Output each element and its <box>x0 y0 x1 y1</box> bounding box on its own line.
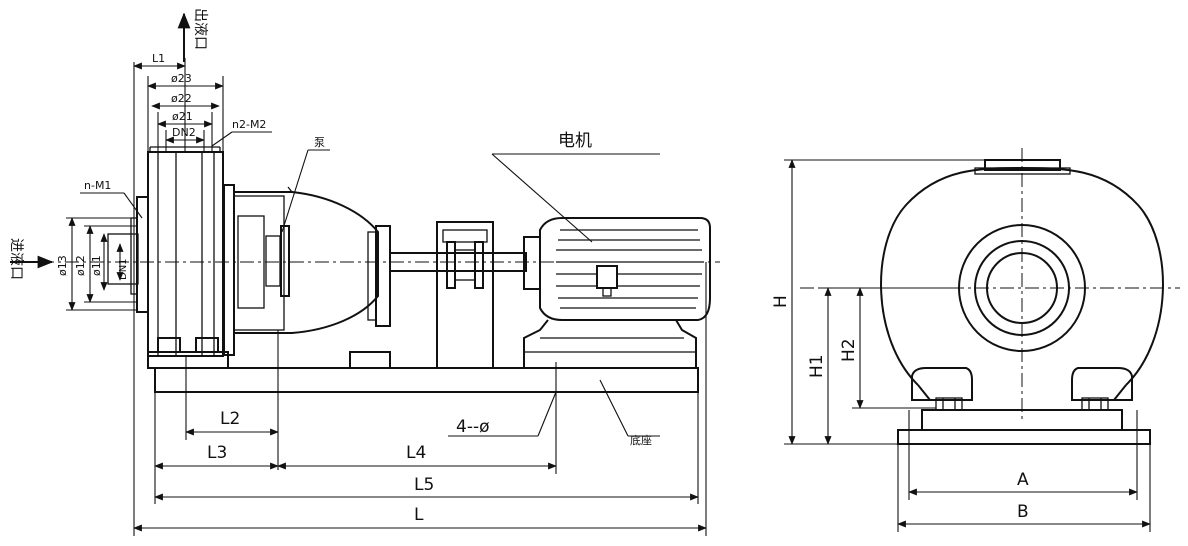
dim-l: L <box>133 505 707 532</box>
coupling-guard <box>436 221 494 369</box>
holes-label: 4--ø <box>456 417 490 437</box>
dn2-label: DN2 <box>172 126 196 139</box>
base-leader <box>599 379 629 437</box>
holes-leader <box>537 391 557 437</box>
dim-l5: L5 <box>154 475 699 501</box>
end-view: H H1 H2 A B <box>771 148 1180 532</box>
dim-h2: H2 <box>839 287 864 409</box>
suction-flange <box>107 196 149 313</box>
l1-label: L1 <box>152 52 165 65</box>
h2-label: H2 <box>839 338 859 362</box>
pump-leader <box>281 149 309 233</box>
dim-l4: L4 <box>277 443 557 470</box>
base-plate <box>154 367 699 393</box>
d13-label: ø13 <box>56 255 69 276</box>
motor-leader <box>491 153 593 243</box>
n2m2-label: n2-M2 <box>232 118 266 131</box>
d12-label: ø12 <box>74 255 87 276</box>
side-view: 出液口 进液口 L1 ø23 ø22 ø21 DN2 <box>8 8 720 536</box>
a-label: A <box>1017 470 1029 490</box>
d21-label: ø21 <box>172 110 193 123</box>
l-label: L <box>414 505 424 525</box>
l3-label: L3 <box>207 443 227 463</box>
shaft <box>389 252 527 272</box>
base-label: 底座 <box>630 433 652 447</box>
dim-h: H <box>771 159 796 445</box>
nm1-label: n-M1 <box>84 179 111 192</box>
dim-b: B <box>897 502 1151 528</box>
motor-cooling-fins <box>556 229 704 309</box>
h-label: H <box>771 295 791 308</box>
l5-label: L5 <box>414 475 434 495</box>
d23-label: ø23 <box>171 72 192 85</box>
inlet-label: 进液口 <box>8 238 24 280</box>
d11-label: ø11 <box>90 255 103 276</box>
end-base <box>897 409 1151 445</box>
dim-h1: H1 <box>807 287 832 445</box>
dn1-label: DN1 <box>118 258 129 280</box>
pump-casing <box>147 151 235 369</box>
dim-suction-diameters: n-M1 ø13 ø12 ø11 DN1 <box>56 179 143 311</box>
dim-l3: L3 <box>154 443 279 470</box>
dim-l1: L1 <box>133 52 186 536</box>
b-label: B <box>1017 502 1029 522</box>
dim-l2: L2 <box>185 409 279 436</box>
l4-label: L4 <box>406 443 426 463</box>
pump-bearing-body <box>233 186 391 369</box>
outlet-label: 出液口 <box>192 8 208 50</box>
motor-terminal-box <box>596 265 618 289</box>
motor <box>523 217 711 369</box>
dim-discharge-diameters: ø23 ø22 ø21 DN2 n2-M2 <box>147 72 272 152</box>
motor-label: 电机 <box>558 131 592 151</box>
h1-label: H1 <box>807 354 827 378</box>
d22-label: ø22 <box>171 92 192 105</box>
l2-label: L2 <box>220 409 240 429</box>
dim-a: A <box>908 470 1138 496</box>
pump-label: 泵 <box>314 136 325 149</box>
end-inner-ring <box>986 252 1058 324</box>
end-middle-ring <box>974 240 1070 336</box>
